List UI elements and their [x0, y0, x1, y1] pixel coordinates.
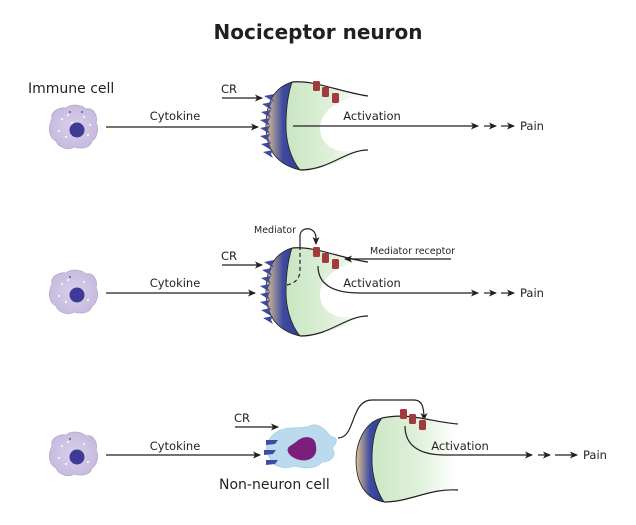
activation-label: Activation [343, 109, 401, 123]
mediator-release-path [286, 250, 301, 286]
nociceptor-neuron [260, 81, 369, 171]
activation-arrow [317, 265, 479, 297]
neuron-membrane [355, 417, 385, 503]
pain-label: Pain [520, 286, 544, 300]
cr-label: CR [234, 411, 250, 425]
immune-cell [48, 269, 99, 314]
activation-label: Activation [431, 439, 489, 453]
cr-label: CR [221, 249, 237, 263]
pain-label: Pain [583, 448, 607, 462]
diagram-title: Nociceptor neuron [214, 20, 423, 44]
immune-cell [48, 431, 99, 476]
panel-non-neuron: Cytokine CR Non-neuron cell [48, 399, 607, 503]
mediator-arrow [299, 228, 320, 250]
non-neuron-cell-label: Non-neuron cell [219, 477, 330, 493]
immune-cell-label: Immune cell [28, 81, 114, 97]
non-neuron-nucleus [287, 437, 317, 461]
nociceptor-neuron [260, 247, 369, 337]
immune-cell-nucleus [69, 122, 85, 138]
neuron-membrane [265, 81, 302, 171]
non-neuron-cell [264, 424, 337, 469]
panel-mediator: Cytokine CR Mediator Mediator rec [48, 225, 544, 337]
panel-direct: Immune cell Cytokine CR [28, 81, 544, 171]
mediator-receptors [313, 81, 339, 103]
immune-cell [48, 104, 99, 149]
cr-label: CR [221, 82, 237, 96]
signal-arrow [337, 399, 428, 439]
mediator-receptor-label: Mediator receptor [370, 246, 455, 257]
cytokine-label: Cytokine [150, 109, 201, 123]
mediator-label: Mediator [254, 225, 296, 236]
activation-label: Activation [343, 276, 401, 290]
cytokine-receptors [264, 440, 278, 465]
cytokine-label: Cytokine [150, 276, 201, 290]
pain-label: Pain [520, 119, 544, 133]
mediator-receptors [400, 409, 426, 430]
nociceptor-neuron [355, 409, 459, 503]
cytokine-label: Cytokine [150, 439, 201, 453]
cytokine-receptors [260, 94, 274, 158]
activation-arrow [404, 425, 533, 459]
